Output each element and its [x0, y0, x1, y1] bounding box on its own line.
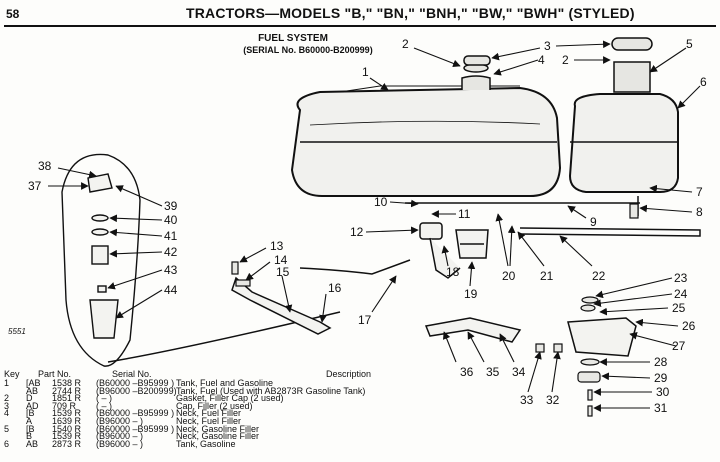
callout-11: 12	[350, 225, 364, 239]
callout-20: 20	[502, 269, 516, 283]
callout-17: 17	[358, 313, 372, 327]
callout-1: 1	[362, 65, 369, 79]
header-rule	[4, 25, 716, 27]
callout-29: 29	[654, 371, 668, 385]
callout-44: 44	[164, 283, 178, 297]
callout-42: 42	[164, 245, 178, 259]
callout-6: 6	[700, 75, 707, 89]
callout-numbers: 1 2 3 4 2 3 5 6 7 8 9 10 11 12 13 14 15 …	[28, 37, 707, 415]
parts-list-header: Key Part No. Serial No. Description	[4, 369, 474, 379]
page-title: TRACTORS—MODELS "B," "BN," "BNH," "BW," …	[186, 5, 635, 21]
callout-40: 40	[164, 213, 178, 227]
callout-2: 2	[402, 37, 409, 51]
callout-22: 22	[592, 269, 606, 283]
fuel-filler-neck	[461, 55, 491, 90]
callout-31: 31	[654, 401, 668, 415]
figure-id: 5551	[8, 327, 26, 336]
callout-5: 5	[686, 37, 693, 51]
header-key: Key	[4, 369, 20, 379]
callout-15: 15	[276, 265, 290, 279]
table-row: 5 [B 1540 R (B60000 –B95999 ) Neck, Gaso…	[4, 423, 260, 434]
table-row: 3 AD 709 R ( – ) Cap, Filler (2 used)	[4, 400, 253, 411]
callout-18: 18	[446, 265, 460, 279]
callout-24: 24	[674, 287, 688, 301]
page-number: 58	[6, 7, 20, 21]
table-row: B 1539 R (B96000 – ) Neck, Gasoline Fill…	[26, 431, 260, 442]
alternate-sediment-bowl	[61, 153, 141, 367]
header-serial-no: Serial No.	[112, 369, 152, 379]
callout-34: 34	[512, 365, 526, 379]
callout-21: 21	[540, 269, 554, 283]
table-row: AB 2744 R (B96000 –B200999) Tank, Fuel (…	[26, 385, 366, 396]
callout-37: 37	[28, 179, 42, 193]
callout-19: 19	[464, 287, 478, 301]
callout-23: 23	[674, 271, 688, 285]
table-row: 6 AB 2873 R (B96000 – ) Tank, Gasoline	[4, 438, 236, 449]
callout-2b: 2	[562, 53, 569, 67]
callout-13: 13	[270, 239, 284, 253]
figure-title: FUEL SYSTEM	[258, 33, 328, 44]
gasoline-tank	[568, 37, 679, 193]
main-fuel-tank	[290, 85, 562, 197]
table-row: 2 D 1851 R ( – ) Gasket, Filler Cap (2 u…	[4, 393, 284, 404]
table-row: 1 [AB 1538 R (B60000 –B95999 ) Tank, Fue…	[4, 378, 274, 388]
callout-35: 35	[486, 365, 500, 379]
callout-38: 38	[38, 159, 52, 173]
callout-8: 8	[696, 205, 703, 219]
callout-10: 10	[374, 195, 388, 209]
callout-36: 36	[460, 365, 474, 379]
callout-4: 4	[538, 53, 545, 67]
header-part-no: Part No.	[38, 369, 72, 379]
callout-33: 33	[520, 393, 534, 407]
callout-27: 27	[672, 339, 686, 353]
parts-list: Key Part No. Serial No. Description 1 [A…	[4, 369, 474, 449]
callout-25: 25	[672, 301, 686, 315]
callout-32: 32	[546, 393, 560, 407]
callouts	[48, 40, 701, 412]
callout-26: 26	[682, 319, 696, 333]
table-row: A 1639 R (B96000 – ) Neck, Fuel Filler	[26, 415, 242, 426]
callout-14: 14	[274, 253, 288, 267]
header-description: Description	[326, 369, 372, 379]
callout-28: 28	[654, 355, 668, 369]
tank-straps	[231, 276, 637, 357]
table-row: 4 [B 1539 R (B60000 –B95999 ) Neck, Fuel…	[4, 408, 242, 419]
callout-7: 7	[696, 185, 703, 199]
page-header: 58 TRACTORS—MODELS "B," "BN," "BNH," "BW…	[0, 4, 720, 24]
callout-16: 16	[328, 281, 342, 295]
callout-3: 3	[544, 39, 551, 53]
callout-43: 43	[164, 263, 178, 277]
callout-39: 39	[164, 199, 178, 213]
callout-9: 9	[590, 215, 597, 229]
sediment-bowl	[419, 222, 489, 279]
callout-41: 41	[164, 229, 178, 243]
figure-serial-range: (SERIAL No. B60000-B200999)	[243, 45, 373, 55]
callout-12: 11	[458, 207, 471, 221]
callout-30: 30	[656, 385, 670, 399]
